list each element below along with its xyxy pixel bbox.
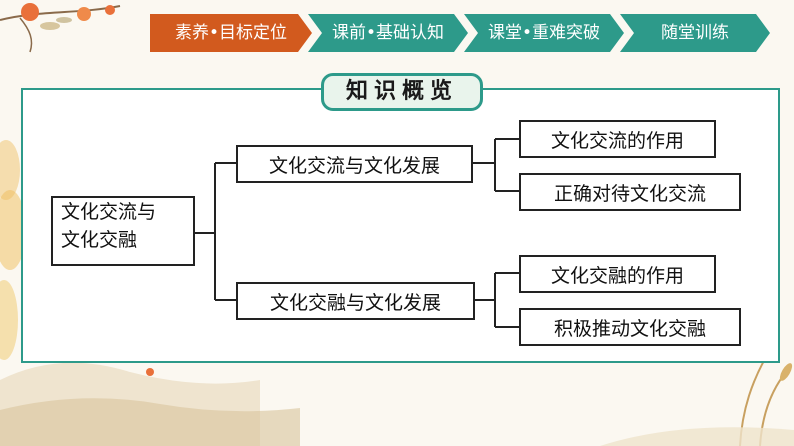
branch-node-exchange: 文化交流与文化发展 [236, 145, 473, 183]
tab-classroom[interactable]: 课堂•重难突破 [464, 14, 624, 52]
tab-preview[interactable]: 课前•基础认知 [308, 14, 468, 52]
tab-practice[interactable]: 随堂训练 [620, 14, 770, 52]
root-label-line2: 文化交融 [61, 229, 138, 251]
root-label-line1: 文化交流与 [61, 201, 157, 223]
persimmon-icon [105, 5, 115, 15]
leaf-node-fusion-promote: 积极推动文化交融 [519, 308, 741, 346]
persimmon-icon [21, 3, 39, 21]
page-title: 知识概览 [321, 73, 483, 111]
persimmon-icon [77, 7, 91, 21]
leaf-node-fusion-role: 文化交融的作用 [519, 255, 716, 293]
leaf-node-exchange-role: 文化交流的作用 [519, 120, 716, 158]
root-node: 文化交流与 文化交融 [51, 196, 195, 266]
branch-node-fusion: 文化交融与文化发展 [236, 282, 475, 320]
tab-goals[interactable]: 素养•目标定位 [150, 14, 312, 52]
leaf-node-exchange-attitude: 正确对待文化交流 [519, 173, 741, 211]
